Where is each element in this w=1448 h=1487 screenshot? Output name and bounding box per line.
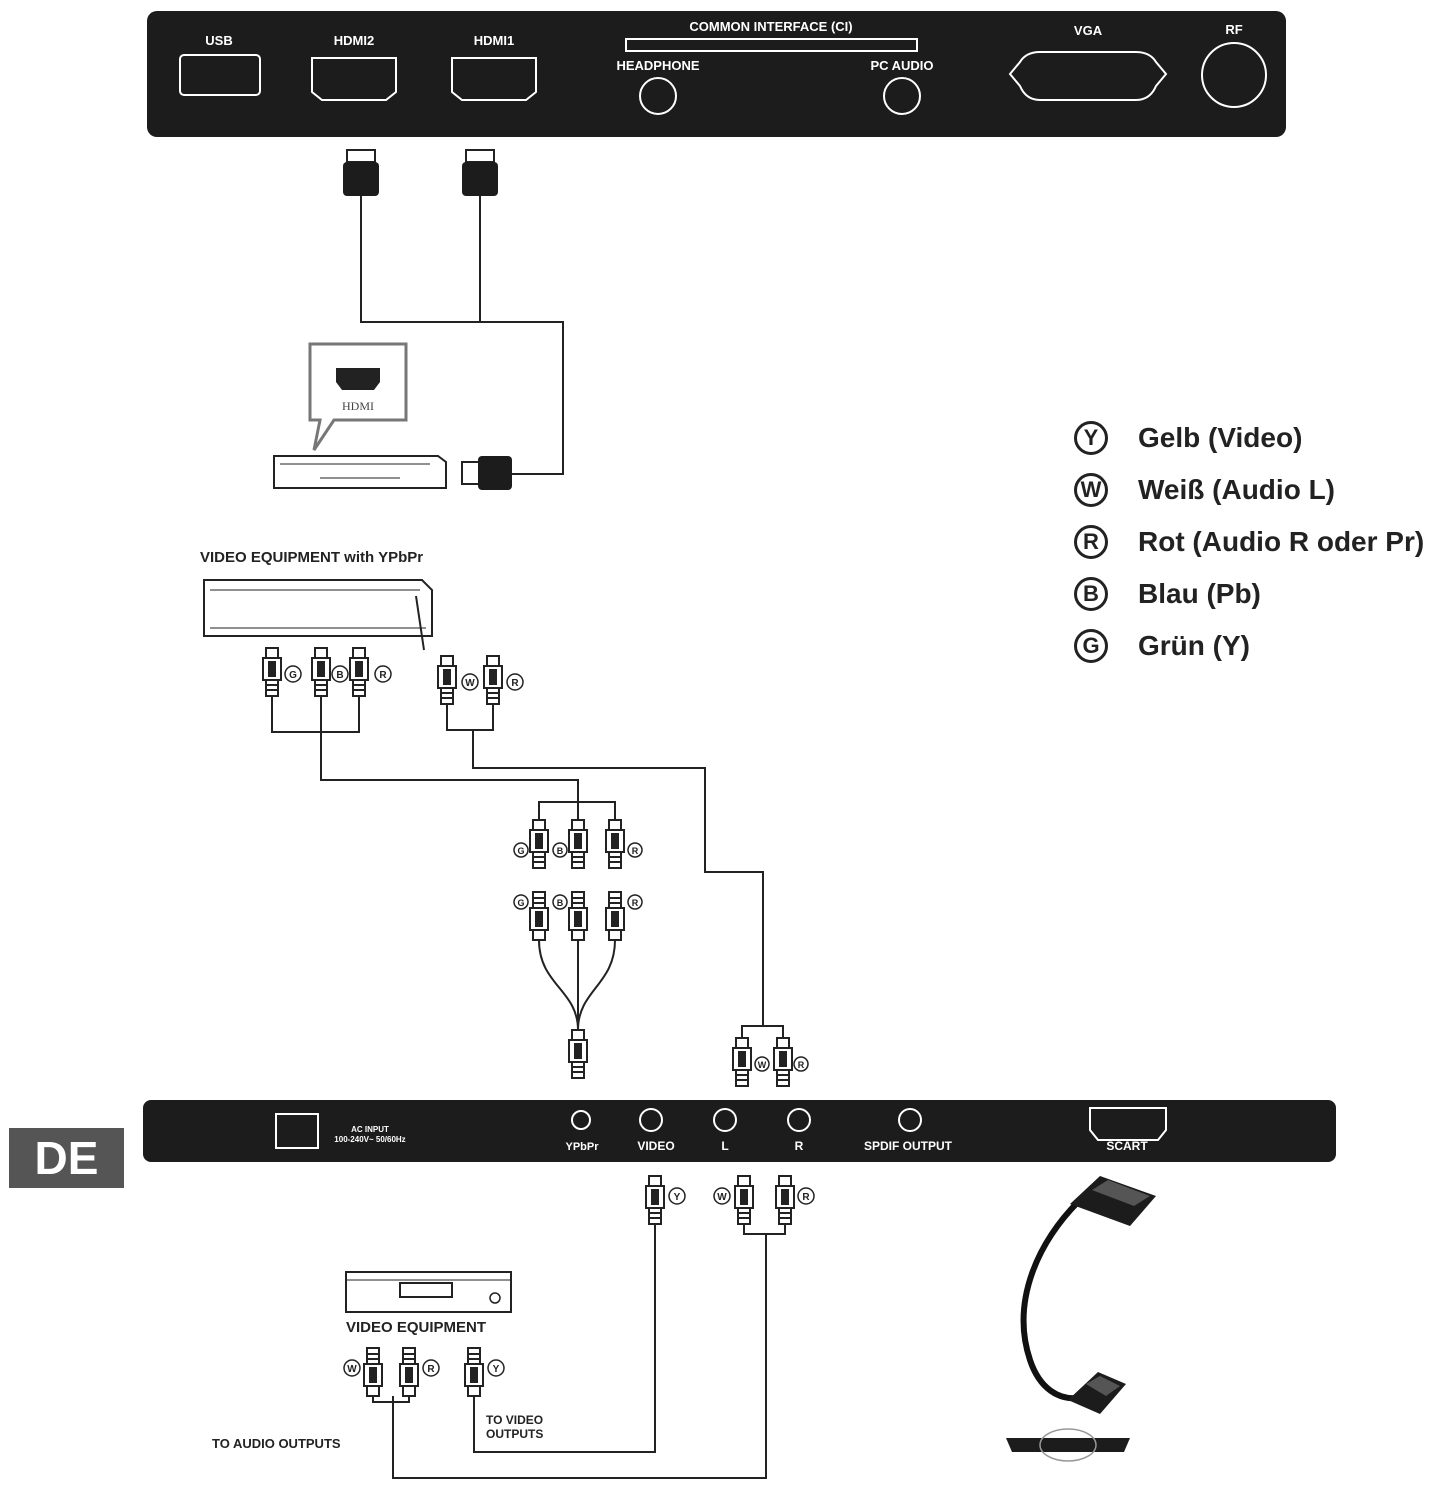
- ci-slot: [625, 38, 918, 52]
- vga-label: VGA: [1074, 23, 1103, 38]
- legend-item-red: R Rot (Audio R oder Pr): [1074, 516, 1448, 568]
- ypbpr-source-plugs: [262, 647, 764, 1026]
- scart-port: [1089, 1107, 1167, 1141]
- legend-badge: Y: [1074, 421, 1108, 455]
- top-connector-panel: [147, 11, 1286, 137]
- headphone-label: HEADPHONE: [616, 58, 699, 73]
- legend-badge: B: [1074, 577, 1108, 611]
- svg-text:Y: Y: [674, 1192, 681, 1203]
- legend-badge: G: [1074, 629, 1108, 663]
- legend-label: Rot (Audio R oder Pr): [1138, 526, 1425, 557]
- legend-item-green: G Grün (Y): [1074, 620, 1448, 672]
- ypbpr-plug-marks: G B R W R: [284, 665, 524, 691]
- to-audio-outputs-label: TO AUDIO OUTPUTS: [212, 1436, 341, 1451]
- audio-input-plugs: W R: [732, 1025, 809, 1087]
- hdmi-cables: [342, 149, 564, 475]
- rf-port: [1201, 42, 1267, 108]
- audio-l-jack: [713, 1108, 737, 1132]
- svg-text:W: W: [717, 1192, 727, 1203]
- to-video-outputs-label: TO VIDEO: [486, 1413, 543, 1427]
- pc-audio-jack: [883, 77, 921, 115]
- legend-label: Weiß (Audio L): [1138, 474, 1335, 505]
- ypbpr-equipment-title: VIDEO EQUIPMENT with YPbPr: [200, 549, 423, 566]
- hdmi2-port: [311, 57, 397, 101]
- svg-text:G: G: [517, 846, 524, 856]
- language-tab: DE: [9, 1128, 124, 1188]
- legend-label: Gelb (Video): [1138, 422, 1303, 453]
- headphone-jack: [639, 77, 677, 115]
- video-jack: [639, 1108, 663, 1132]
- audio-r-label: R: [795, 1139, 804, 1153]
- common-interface-label: COMMON INTERFACE (CI): [689, 19, 852, 34]
- usb-port: [179, 54, 261, 96]
- spdif-jack: [898, 1108, 922, 1132]
- video-equipment-title: VIDEO EQUIPMENT: [346, 1319, 486, 1336]
- svg-text:B: B: [557, 846, 564, 856]
- video-equipment-plugs: W R Y: [343, 1347, 505, 1403]
- color-legend: Y Gelb (Video) W Weiß (Audio L) R Rot (A…: [1074, 412, 1448, 672]
- pc-audio-label: PC AUDIO: [870, 58, 933, 73]
- scart-cable: [1006, 1176, 1156, 1462]
- ypbpr-video-equipment: [203, 579, 433, 651]
- svg-text:R: R: [511, 678, 519, 689]
- svg-text:R: R: [798, 1060, 805, 1070]
- svg-text:W: W: [347, 1364, 357, 1375]
- ypbpr-jack: [571, 1110, 591, 1130]
- legend-item-yellow: Y Gelb (Video): [1074, 412, 1448, 464]
- svg-text:R: R: [427, 1364, 435, 1375]
- hdmi-source-device: HDMI: [273, 342, 512, 490]
- usb-label: USB: [205, 33, 232, 48]
- hdmi-icon-label: HDMI: [342, 399, 374, 413]
- svg-text:B: B: [336, 670, 343, 681]
- vga-port: [1008, 51, 1168, 101]
- hdmi1-label: HDMI1: [474, 33, 514, 48]
- legend-item-white: W Weiß (Audio L): [1074, 464, 1448, 516]
- legend-badge: R: [1074, 525, 1108, 559]
- spdif-label: SPDIF OUTPUT: [864, 1139, 953, 1153]
- ac-input-label: AC INPUT: [351, 1125, 389, 1134]
- audio-l-label: L: [721, 1139, 728, 1153]
- svg-text:B: B: [557, 898, 564, 908]
- bottom-connector-panel: [143, 1100, 1336, 1162]
- video-equipment-device: [345, 1271, 512, 1313]
- hdmi2-label: HDMI2: [334, 33, 374, 48]
- legend-label: Blau (Pb): [1138, 578, 1261, 609]
- svg-text:Y: Y: [493, 1364, 500, 1375]
- component-adapter-plugs: G B R G B R: [513, 801, 643, 1079]
- legend-badge: W: [1074, 473, 1108, 507]
- video-label: VIDEO: [637, 1139, 674, 1153]
- audio-r-jack: [787, 1108, 811, 1132]
- ac-input-socket: [275, 1113, 319, 1149]
- scart-label: SCART: [1106, 1139, 1148, 1153]
- svg-text:W: W: [758, 1060, 767, 1070]
- hdmi1-port: [451, 57, 537, 101]
- svg-text:R: R: [632, 898, 639, 908]
- ac-input-rating: 100-240V~ 50/60Hz: [334, 1135, 405, 1144]
- output-plugs: Y W R: [392, 1175, 815, 1479]
- svg-text:G: G: [289, 670, 297, 681]
- rf-label: RF: [1225, 22, 1242, 37]
- svg-text:R: R: [802, 1192, 810, 1203]
- svg-text:G: G: [517, 898, 524, 908]
- svg-text:W: W: [465, 678, 475, 689]
- svg-text:R: R: [632, 846, 639, 856]
- svg-text:R: R: [379, 670, 387, 681]
- legend-item-blue: B Blau (Pb): [1074, 568, 1448, 620]
- ypbpr-label: YPbPr: [565, 1141, 599, 1153]
- legend-label: Grün (Y): [1138, 630, 1250, 661]
- to-video-outputs-label-2: OUTPUTS: [486, 1427, 543, 1441]
